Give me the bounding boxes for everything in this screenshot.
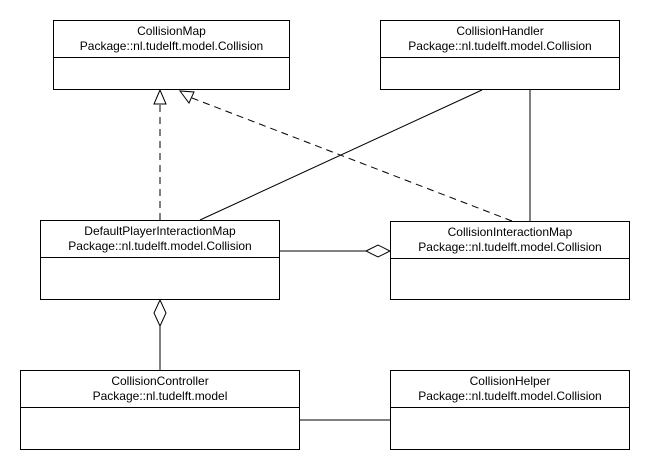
class-header: DefaultPlayerInteractionMap Package::nl.… [41, 221, 279, 258]
class-package: Package::nl.tudelft.model.Collision [418, 389, 602, 403]
class-collision-interaction-map: CollisionInteractionMap Package::nl.tude… [390, 221, 630, 300]
class-package: Package::nl.tudelft.model.Collision [418, 240, 602, 254]
class-name: CollisionMap [137, 24, 206, 38]
realization-arrowhead-right [178, 90, 195, 104]
class-collision-controller: CollisionController Package::nl.tudelft.… [20, 370, 300, 450]
class-default-player-interaction-map: DefaultPlayerInteractionMap Package::nl.… [40, 220, 280, 300]
association-line-handler-to-default-player [199, 89, 483, 221]
aggregation-diamond-vertical [153, 298, 167, 328]
class-header: CollisionInteractionMap Package::nl.tude… [391, 222, 629, 259]
class-collision-handler: CollisionHandler Package::nl.tudelft.mod… [380, 20, 620, 90]
class-header: CollisionMap Package::nl.tudelft.model.C… [54, 21, 289, 58]
realization-line-collision-interaction-to-collision-map [191, 97, 513, 222]
class-collision-helper: CollisionHelper Package::nl.tudelft.mode… [390, 370, 630, 450]
class-header: CollisionHandler Package::nl.tudelft.mod… [381, 21, 619, 58]
class-header: CollisionHelper Package::nl.tudelft.mode… [391, 371, 629, 408]
class-name: CollisionHelper [469, 374, 551, 388]
class-collision-map: CollisionMap Package::nl.tudelft.model.C… [53, 20, 290, 90]
class-name: DefaultPlayerInteractionMap [84, 224, 236, 238]
class-package: Package::nl.tudelft.model.Collision [79, 39, 264, 53]
class-header: CollisionController Package::nl.tudelft.… [21, 371, 299, 408]
aggregation-diamond-horizontal [364, 244, 392, 258]
class-package: Package::nl.tudelft.model.Collision [68, 239, 252, 253]
class-name: CollisionInteractionMap [447, 225, 573, 239]
realization-arrowhead-left [153, 88, 167, 105]
class-package: Package::nl.tudelft.model.Collision [408, 39, 592, 53]
class-package: Package::nl.tudelft.model [92, 389, 228, 403]
class-name: CollisionHandler [456, 24, 544, 38]
class-name: CollisionController [111, 374, 209, 388]
